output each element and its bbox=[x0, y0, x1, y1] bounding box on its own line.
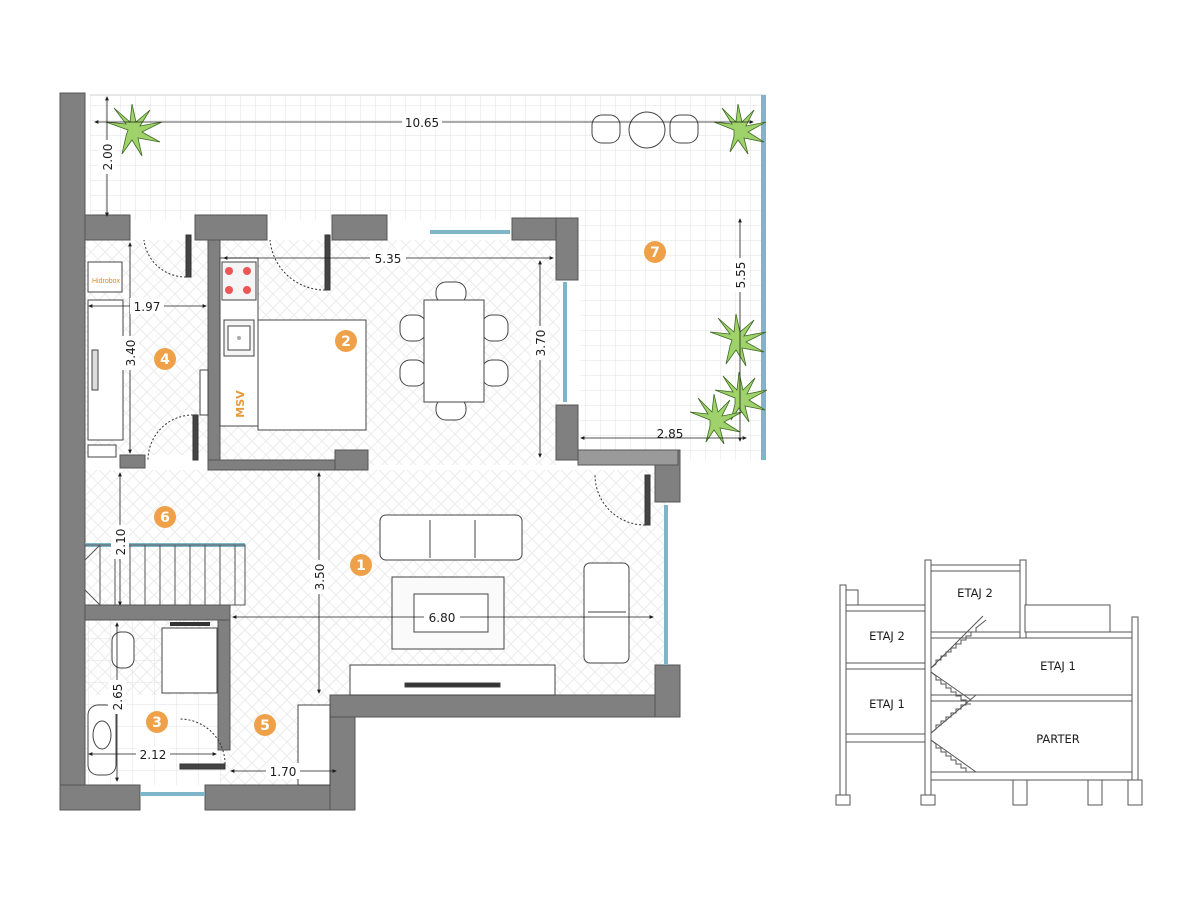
dimension-labels: 10.65 2.00 5.55 5.35 3.70 1.97 3.40 2.10… bbox=[98, 114, 749, 779]
utility-fixtures bbox=[87, 261, 209, 458]
dim-terrace-inner: 2.85 bbox=[657, 427, 684, 441]
terrace-glass-railing bbox=[761, 95, 766, 460]
section-diagram bbox=[835, 559, 1143, 806]
dim-terrace-side: 5.55 bbox=[734, 262, 748, 289]
room-badge-4 bbox=[154, 348, 176, 370]
room-number-7: 7 bbox=[650, 245, 660, 261]
doors bbox=[143, 234, 651, 770]
room-badge-3 bbox=[146, 711, 168, 733]
room-badge-1 bbox=[350, 554, 372, 576]
room-number-2: 2 bbox=[341, 334, 351, 350]
dim-hall-depth: 2.10 bbox=[114, 529, 128, 556]
room-badge-5 bbox=[254, 714, 276, 736]
room-badge-2 bbox=[335, 330, 357, 352]
room-number-3: 3 bbox=[152, 715, 162, 731]
room-badge-7 bbox=[644, 241, 666, 263]
section-label-etaj2-left: ETAJ 2 bbox=[869, 629, 905, 643]
room-number-5: 5 bbox=[260, 718, 270, 734]
dishwasher-label: MSV bbox=[234, 390, 247, 418]
dining-table bbox=[399, 281, 509, 421]
dim-pantry-width: 1.97 bbox=[134, 300, 161, 314]
dim-terrace-width: 10.65 bbox=[405, 116, 439, 130]
dim-pantry-depth: 3.40 bbox=[124, 340, 138, 367]
section-label-etaj1-left: ETAJ 1 bbox=[869, 697, 905, 711]
staircase bbox=[84, 544, 246, 606]
section-label-parter: PARTER bbox=[1036, 732, 1080, 746]
section-label-etaj2-top: ETAJ 2 bbox=[957, 586, 993, 600]
interior-floors bbox=[85, 240, 665, 785]
section-label-etaj1-right: ETAJ 1 bbox=[1040, 659, 1076, 673]
room-badges: 1 2 3 4 5 6 7 bbox=[146, 241, 666, 736]
room-number-1: 1 bbox=[356, 558, 366, 574]
dim-hall2-width: 1.70 bbox=[270, 765, 297, 779]
dim-living-depth: 3.50 bbox=[313, 564, 327, 591]
boiler-label: Hidrobox bbox=[92, 278, 121, 285]
section-labels: ETAJ 2 ETAJ 2 ETAJ 1 ETAJ 1 PARTER bbox=[869, 586, 1080, 746]
dim-kitchen-width: 5.35 bbox=[375, 252, 402, 266]
room-number-4: 4 bbox=[160, 352, 170, 368]
dim-terrace-depth: 2.00 bbox=[101, 144, 115, 171]
room-number-6: 6 bbox=[160, 510, 170, 526]
terrace-furniture bbox=[591, 111, 699, 149]
dim-living-width: 6.80 bbox=[429, 611, 456, 625]
dim-kitchen-depth: 3.70 bbox=[534, 330, 548, 357]
walls bbox=[59, 92, 681, 811]
room-badge-6 bbox=[154, 506, 176, 528]
dim-bath-width: 2.12 bbox=[140, 748, 167, 762]
dim-bath-depth: 2.65 bbox=[111, 684, 125, 711]
